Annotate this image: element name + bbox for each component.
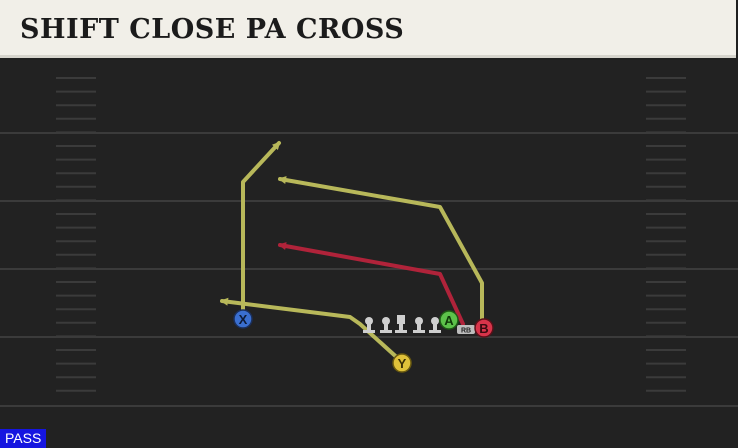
y-button-icon [392, 353, 412, 373]
x-button-label: X [239, 312, 248, 327]
lineman-icon [380, 317, 392, 333]
play-field: RB X Y A B [0, 60, 738, 448]
yard-lines [0, 132, 738, 407]
x-receiver: X [233, 309, 253, 329]
y-route-drag [220, 297, 404, 364]
rb-tag-bg [457, 325, 475, 334]
offensive-line [363, 315, 441, 333]
hash-marks [56, 77, 686, 392]
play-header: SHIFT CLOSE PA CROSS [0, 0, 736, 58]
y-receiver: Y [392, 353, 412, 373]
play-type-badge: PASS [0, 429, 47, 448]
a-button-icon [439, 310, 459, 330]
x-route-corner [241, 141, 281, 320]
field-background [0, 60, 738, 448]
lineman-icon [413, 317, 425, 333]
x-button-icon [233, 309, 253, 329]
b-button-icon [474, 318, 494, 338]
lineman-icon [363, 317, 375, 333]
a-receiver: A [439, 310, 459, 330]
rb-route-hot [278, 242, 465, 326]
routes [220, 141, 484, 364]
a-button-label: A [444, 313, 454, 328]
b-route-post [278, 176, 484, 329]
b-button-label: B [479, 321, 488, 336]
lineman-icon [429, 317, 441, 333]
b-receiver: B [474, 318, 494, 338]
play-title: SHIFT CLOSE PA CROSS [20, 14, 405, 45]
center-icon [395, 315, 407, 333]
rb-tag: RB [461, 328, 471, 335]
y-button-label: Y [398, 356, 407, 371]
